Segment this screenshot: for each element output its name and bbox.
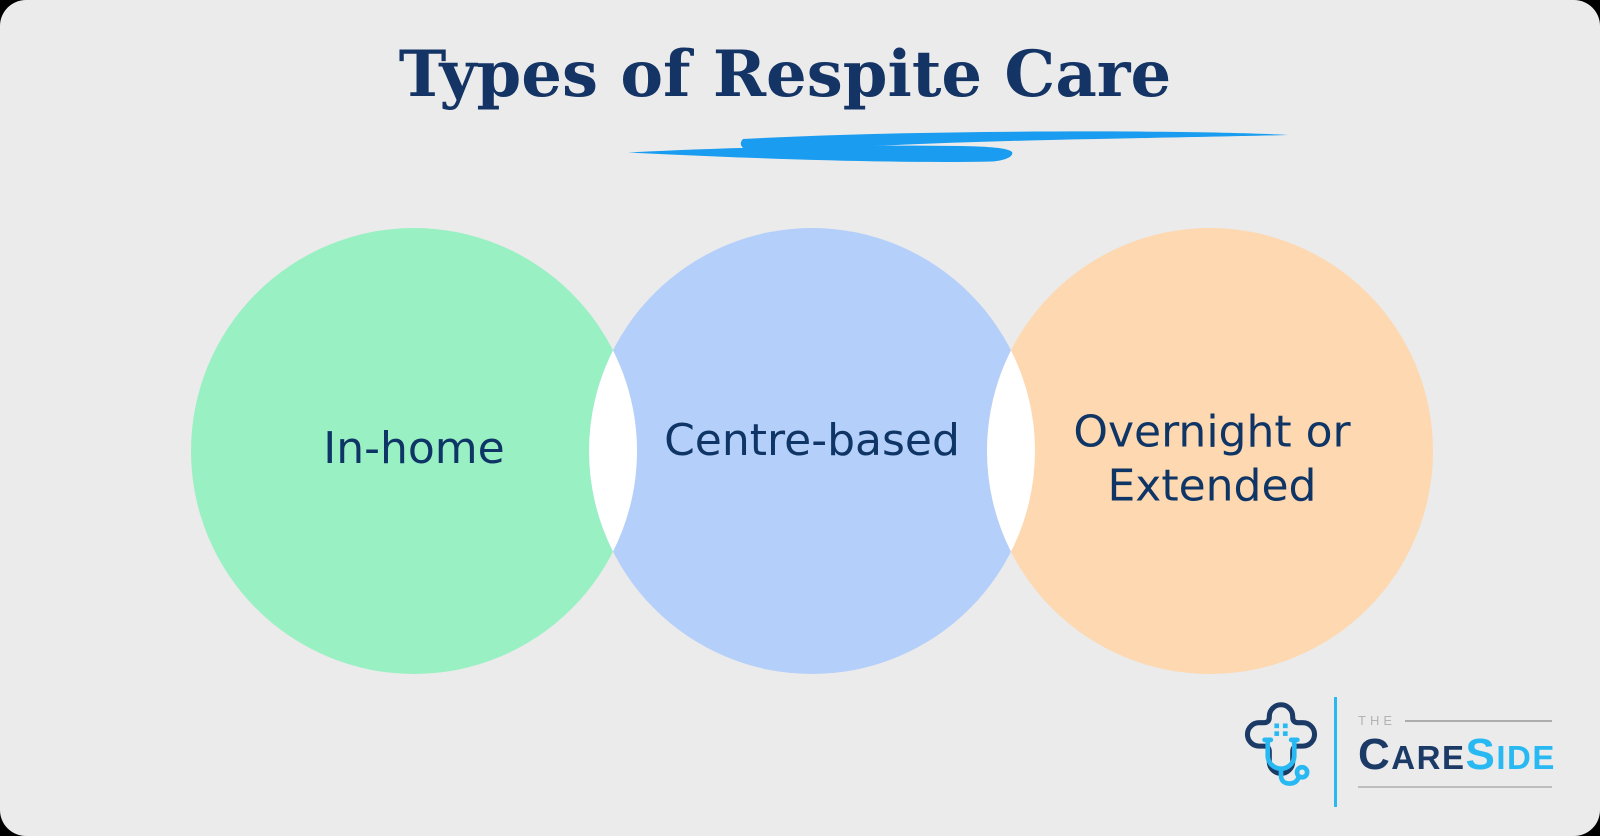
brand-side-rest: IDE [1496, 739, 1556, 776]
circle-overnight-extended [987, 228, 1433, 674]
title-underline-swoosh [628, 131, 1288, 162]
brand-side-initial: S [1465, 730, 1497, 779]
brand-logo: THE C ARE S IDE [1240, 695, 1554, 813]
circle-label-overnight-extended: Overnight or Extended [1073, 406, 1351, 511]
brand-name: C ARE S IDE [1358, 730, 1554, 779]
stethoscope-cross-icon [1245, 702, 1317, 786]
circle-label-centre-based: Centre-based [664, 415, 960, 467]
brand-wordmark: THE C ARE S IDE [1358, 713, 1554, 788]
logo-divider [1334, 697, 1337, 807]
circle-in-home [191, 228, 637, 674]
brand-the: THE [1358, 713, 1396, 728]
brand-the-rule [1405, 719, 1552, 722]
brand-bottom-rule [1358, 786, 1552, 788]
brand-care-rest: ARE [1391, 739, 1466, 776]
brand-care-initial: C [1358, 730, 1392, 779]
overlap-lens-left [589, 350, 637, 552]
circle-centre-based [589, 228, 1035, 674]
overlap-lens-right [987, 350, 1035, 552]
page-title: Types of Respite Care [398, 37, 1172, 112]
circle-label-in-home: In-home [323, 423, 505, 475]
stethoscope-icon [1262, 737, 1310, 786]
window-panes-icon [1274, 723, 1288, 736]
